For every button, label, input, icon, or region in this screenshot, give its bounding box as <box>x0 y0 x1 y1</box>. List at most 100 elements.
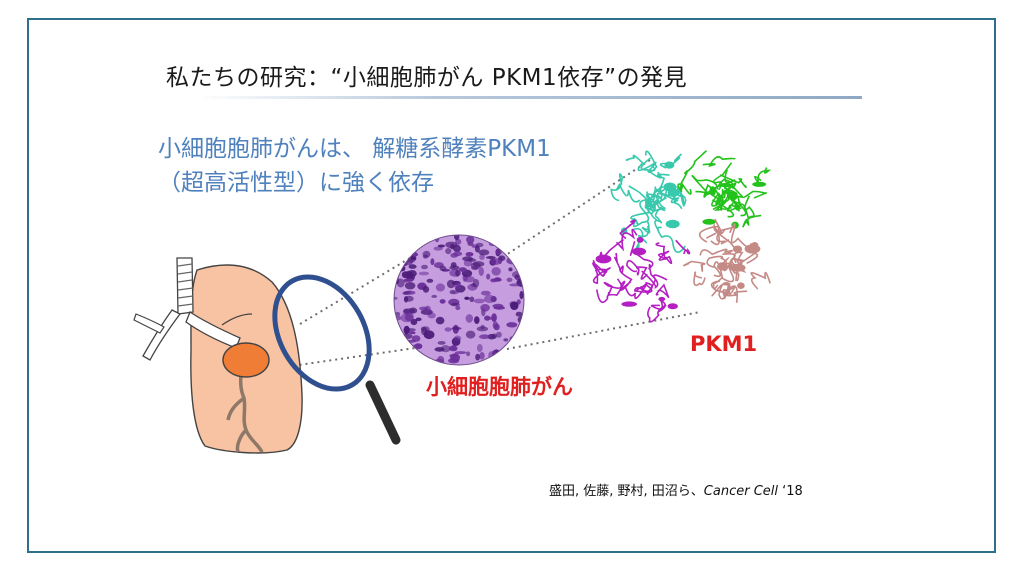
protein-ribbon <box>693 271 706 287</box>
protein-ribbon <box>677 182 692 195</box>
tissue-cell <box>518 353 524 360</box>
tissue-cell <box>422 250 431 258</box>
tissue-cell <box>455 305 461 311</box>
tissue-cell <box>496 331 502 338</box>
tissue-cell <box>492 333 497 339</box>
protein-ribbon <box>699 248 733 256</box>
tissue-cell <box>478 267 484 276</box>
protein-ribbon <box>636 266 649 280</box>
tissue-cell <box>415 317 422 322</box>
tissue-cell <box>437 341 446 345</box>
main-claim-line2: （超高活性型）に強く依存 <box>158 170 434 196</box>
tissue-cell <box>515 253 524 258</box>
protein-ribbon <box>691 174 719 194</box>
tissue-cell <box>517 349 523 354</box>
tissue-cell <box>511 355 516 364</box>
tissue-cell <box>514 235 521 238</box>
tissue-cell <box>394 258 401 267</box>
tissue-cell <box>453 251 463 257</box>
tissue-cell <box>499 356 507 362</box>
tissue-cell <box>426 278 434 283</box>
tissue-cell <box>404 235 411 241</box>
tissue-cell <box>450 302 460 307</box>
protein-ribbon <box>702 156 736 168</box>
tissue-cell <box>439 299 446 304</box>
tissue-cell <box>408 264 417 269</box>
tissue-cell <box>503 338 509 342</box>
protein-label: PKM1 <box>690 332 758 356</box>
tissue-cell <box>469 296 475 303</box>
protein-ribbon <box>628 185 655 215</box>
protein-ribbon <box>698 225 720 243</box>
main-claim-line1: 小細胞胞肺がんは、 解糖系酵素PKM1 <box>158 136 551 162</box>
tissue-cell <box>467 258 477 262</box>
tissue-cell <box>449 354 459 358</box>
tissue-cell <box>401 247 407 251</box>
tissue-cell <box>492 321 499 329</box>
tissue-cell <box>465 252 474 257</box>
tissue-cell <box>472 278 480 288</box>
protein-ribbon <box>650 188 666 221</box>
protein-ribbon <box>624 282 649 300</box>
tissue-cell <box>493 240 498 246</box>
protein-ribbon <box>739 195 755 219</box>
tissue-cell <box>489 258 502 265</box>
protein-helix <box>665 219 680 229</box>
tissue-cell <box>466 351 471 357</box>
protein-ribbon <box>592 259 608 277</box>
tissue-cell <box>394 339 401 347</box>
protein-helix <box>719 183 733 188</box>
tissue-cell <box>465 314 473 323</box>
protein-ribbon <box>719 174 747 189</box>
tissue-cell <box>394 333 400 341</box>
tissue-cell <box>421 264 428 270</box>
lung-illustration <box>133 257 303 454</box>
main-claim: 小細胞胞肺がんは、 解糖系酵素PKM1 （超高活性型）に強く依存 <box>158 132 551 200</box>
title-underline <box>195 96 862 99</box>
protein-helix <box>658 296 666 302</box>
tissue-cell <box>410 235 422 240</box>
tissue-cell <box>453 335 462 342</box>
protein-ribbon <box>712 199 723 211</box>
cancer-label: 小細胞胞肺がん <box>426 375 573 399</box>
tissue-cell <box>519 291 524 300</box>
tissue-cell <box>400 235 409 242</box>
tissue-cell <box>408 331 416 335</box>
tissue-cell <box>401 350 413 359</box>
tissue-cell <box>484 315 491 321</box>
magnifier-lens <box>272 274 372 392</box>
tissue-cell <box>473 298 485 304</box>
tissue-cell <box>437 244 446 248</box>
tissue-cell <box>510 301 519 311</box>
bronchial-tree-icon <box>226 351 264 453</box>
protein-ribbon <box>711 282 739 303</box>
protein-helix <box>664 161 675 169</box>
citation-journal: Cancer Cell <box>703 484 779 499</box>
protein-helix <box>663 182 677 192</box>
tissue-cell <box>454 351 467 355</box>
tissue-cell <box>406 270 411 278</box>
tissue-cell <box>406 290 411 295</box>
protein-ribbon <box>683 260 706 273</box>
tissue-cell <box>437 355 445 364</box>
tissue-cell <box>418 271 430 276</box>
citation-authors: 盛田, 佐藤, 野村, 田沼ら、 <box>549 484 704 499</box>
tissue-cell <box>480 290 491 296</box>
tissue-cell <box>515 244 524 248</box>
tissue-cell <box>483 294 496 304</box>
protein-helix <box>744 244 761 254</box>
tissue-cell <box>402 241 408 247</box>
protein-helix <box>631 247 647 256</box>
protein-ribbon <box>603 278 623 296</box>
protein-ribbon <box>646 173 670 200</box>
tissue-cell <box>394 360 399 365</box>
protein-ribbon <box>615 182 641 203</box>
tissue-cell <box>518 235 524 243</box>
protein-ribbon <box>647 304 667 323</box>
tissue-cell <box>403 308 416 314</box>
tissue-cell <box>464 296 470 300</box>
tissue-cell <box>509 283 521 287</box>
pkm1-protein-structure <box>592 150 772 323</box>
protein-ribbon <box>646 263 659 289</box>
